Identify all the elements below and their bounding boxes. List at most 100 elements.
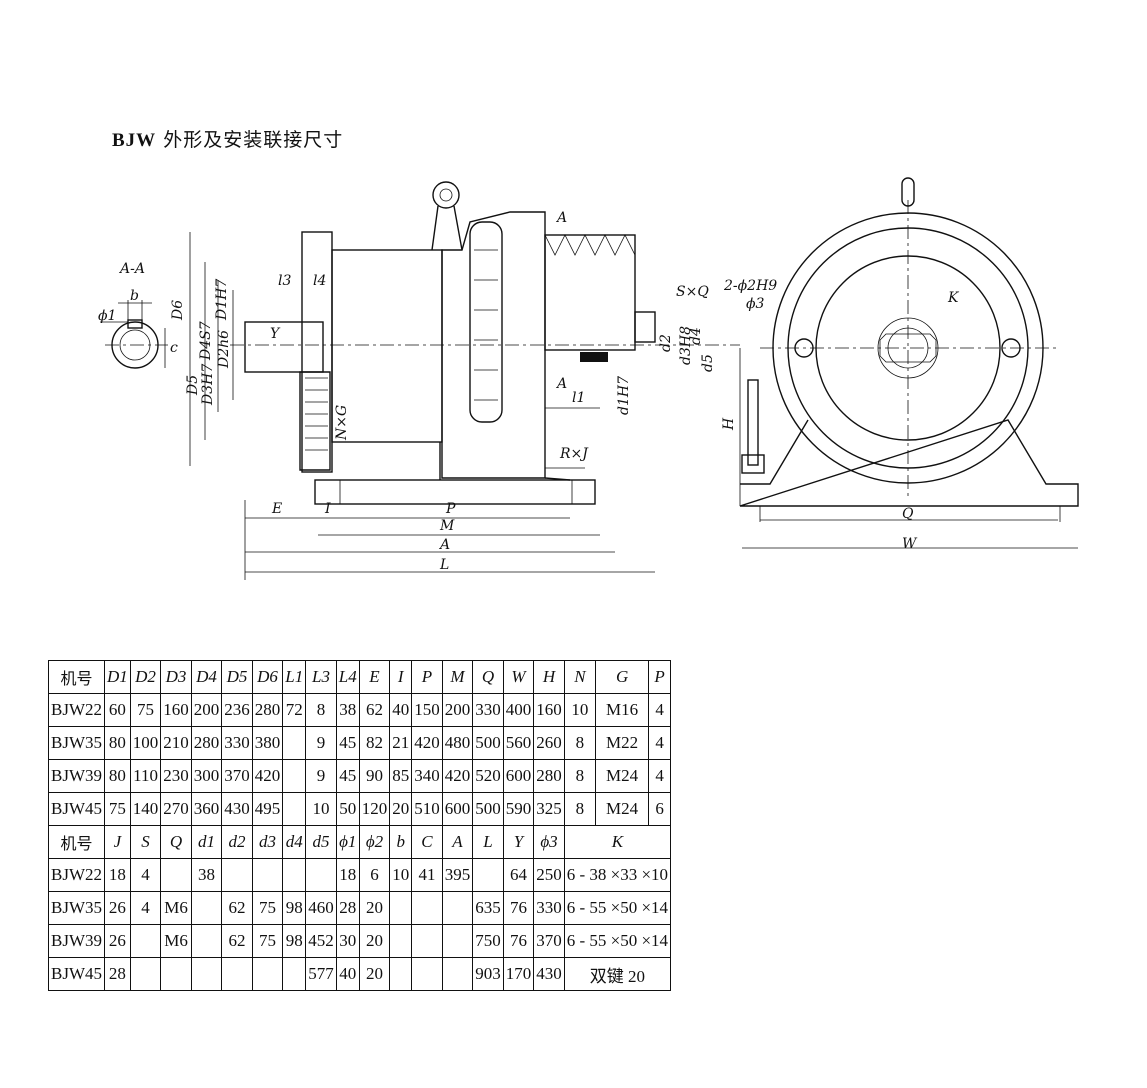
table-header-cell: 机号 xyxy=(48,825,105,859)
label-c: c xyxy=(170,340,178,356)
table-header-cell: D6 xyxy=(251,660,284,694)
section-label: A-A xyxy=(118,261,145,277)
table-cell: 10 xyxy=(389,858,413,892)
table-cell: 4 xyxy=(129,858,162,892)
label-SxQ: S×Q xyxy=(676,284,709,300)
table-header-cell: d3 xyxy=(251,825,284,859)
table-cell: 10 xyxy=(305,792,337,826)
table-cell: 10 xyxy=(563,693,597,727)
label-P: P xyxy=(445,501,456,517)
table-cell: 80 xyxy=(104,759,131,793)
table-cell: 6 xyxy=(648,792,672,826)
table-cell: 210 xyxy=(160,726,192,760)
table-header-cell: M xyxy=(441,660,474,694)
table-cell: 80 xyxy=(104,726,131,760)
table-cell: 452 xyxy=(305,924,337,958)
title-text: 外形及安装联接尺寸 xyxy=(163,129,344,151)
table-cell xyxy=(282,792,307,826)
table-cell: 200 xyxy=(441,693,474,727)
table-cell: 6 - 38 ×33 ×10 xyxy=(563,858,672,892)
table-cell: M6 xyxy=(160,891,192,925)
table-header-cell: H xyxy=(533,660,565,694)
label-D4S7: D4S7 xyxy=(198,321,214,361)
label-d5: d5 xyxy=(700,354,716,372)
table-header-cell: S xyxy=(129,825,162,859)
table-header-cell: d5 xyxy=(305,825,337,859)
table-cell: 85 xyxy=(389,759,413,793)
table-cell: BJW35 xyxy=(48,891,105,925)
table-cell: 26 xyxy=(104,891,131,925)
table-cell xyxy=(129,957,162,991)
table-cell: 500 xyxy=(472,726,504,760)
label-l1: l1 xyxy=(572,390,585,406)
table-cell: 140 xyxy=(129,792,162,826)
table-cell: 236 xyxy=(221,693,253,727)
table-cell: 45 xyxy=(335,726,360,760)
table-cell xyxy=(282,957,307,991)
front-view: D6 D1H7 D4S7 D2h6 D3H7 D5 Y l3 l4 N×G A … xyxy=(170,181,777,580)
table-cell: 28 xyxy=(104,957,131,991)
table-cell xyxy=(441,957,474,991)
table-header-cell: b xyxy=(389,825,413,859)
table-header-cell: d4 xyxy=(282,825,307,859)
table-cell xyxy=(411,924,443,958)
table-cell: 62 xyxy=(221,924,253,958)
table-cell: BJW22 xyxy=(48,693,105,727)
label-NxG: N×G xyxy=(334,405,350,441)
table-header-cell: Q xyxy=(160,825,192,859)
table-cell: 50 xyxy=(335,792,360,826)
table-cell xyxy=(190,957,223,991)
table-cell: BJW39 xyxy=(48,924,105,958)
table-cell: 6 - 55 ×50 ×14 xyxy=(563,924,672,958)
table-cell: 76 xyxy=(502,924,535,958)
table-header-cell: d2 xyxy=(221,825,253,859)
table-header-cell: ϕ3 xyxy=(533,825,565,859)
label-M: M xyxy=(439,518,455,534)
label-K: K xyxy=(947,290,960,306)
label-D5: D5 xyxy=(185,375,201,396)
table-cell: 903 xyxy=(472,957,504,991)
table-cell: 8 xyxy=(563,759,597,793)
table-cell: 41 xyxy=(411,858,443,892)
table-header-cell: D4 xyxy=(190,660,223,694)
table-cell: 75 xyxy=(104,792,131,826)
label-W: W xyxy=(902,536,918,552)
table-cell: 9 xyxy=(305,759,337,793)
table-cell: 460 xyxy=(305,891,337,925)
table-cell: 560 xyxy=(502,726,535,760)
title-model-code: BJW xyxy=(112,130,157,151)
table-cell: 330 xyxy=(533,891,565,925)
table-cell: 170 xyxy=(502,957,535,991)
table-cell: 420 xyxy=(441,759,474,793)
table-header-cell: D2 xyxy=(129,660,162,694)
label-d3H8: d3H8 xyxy=(678,326,694,365)
table-cell: 4 xyxy=(648,693,672,727)
table-cell: 120 xyxy=(358,792,391,826)
table-cell xyxy=(389,924,413,958)
table-cell: 72 xyxy=(282,693,307,727)
table-cell: 98 xyxy=(282,924,307,958)
table-header-cell: G xyxy=(595,660,650,694)
label-RxJ: R×J xyxy=(559,446,589,462)
table-cell: 20 xyxy=(358,957,391,991)
table-header-cell: P xyxy=(648,660,672,694)
table-cell: BJW45 xyxy=(48,792,105,826)
table-cell: M24 xyxy=(595,759,650,793)
table-cell: 420 xyxy=(411,726,443,760)
table-cell: 635 xyxy=(472,891,504,925)
label-d2: d2 xyxy=(658,334,674,352)
table-header-cell: E xyxy=(358,660,391,694)
table-cell: 62 xyxy=(358,693,391,727)
table-header-cell: I xyxy=(389,660,413,694)
label-D2h6: D2h6 xyxy=(216,330,232,369)
table-cell xyxy=(472,858,504,892)
table-cell: 250 xyxy=(533,858,565,892)
table-cell: 420 xyxy=(251,759,284,793)
table-cell: BJW35 xyxy=(48,726,105,760)
table-header-cell: ϕ1 xyxy=(335,825,360,859)
table-cell: 280 xyxy=(190,726,223,760)
table-cell xyxy=(441,924,474,958)
